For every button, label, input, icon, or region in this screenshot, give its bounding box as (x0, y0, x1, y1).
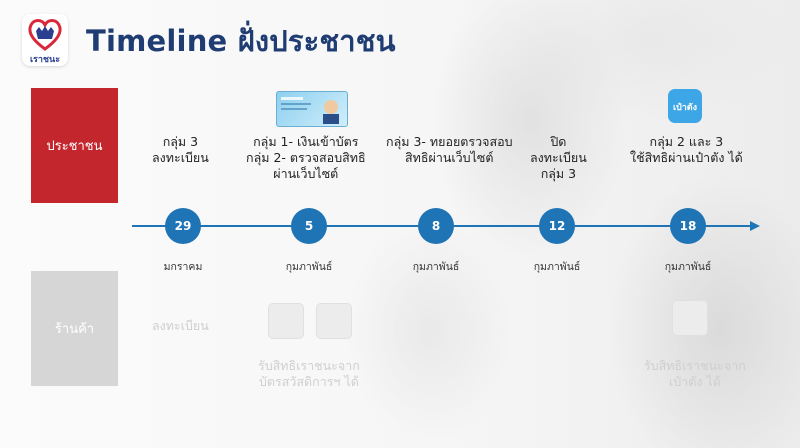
timeline-month-3: กุมภาพันธ์ (412, 261, 460, 273)
people-event-4: ปิด ลงทะเบียน กลุ่ม 3 (530, 134, 587, 182)
hand-phone-icon (672, 300, 708, 336)
shop-event-1: ลงทะเบียน (152, 318, 209, 334)
people-event-5: กลุ่ม 2 และ 3 ใช้สิทธิผ่านเป๋าตัง ได้ (630, 134, 743, 166)
event-line: บัตรสวัสดิการฯ ได้ (258, 374, 359, 389)
rao-chana-logo: เราชนะ (22, 14, 68, 66)
event-line: ปิด (550, 134, 567, 149)
event-line: เป๋าตัง ได้ (668, 374, 721, 389)
event-line: กลุ่ม 2 และ 3 (649, 134, 724, 149)
timeline-month-1: มกราคม (163, 261, 203, 273)
welfare-card-icon (276, 91, 348, 127)
hand-phone-icon (316, 303, 352, 339)
people-event-1: กลุ่ม 3 ลงทะเบียน (152, 134, 209, 166)
row-label-shop: ร้านค้า (31, 271, 118, 386)
timeline-node-1: 29 (165, 208, 201, 244)
timeline-arrow-icon (750, 221, 760, 231)
row-label-people: ประชาชน (31, 88, 118, 203)
event-line: ลงทะเบียน (152, 318, 209, 333)
event-line: กลุ่ม 2- ตรวจสอบสิทธิ (246, 150, 366, 165)
event-line: ใช้สิทธิผ่านเป๋าตัง ได้ (630, 150, 743, 165)
timeline-month-4: กุมภาพันธ์ (533, 261, 581, 273)
event-line: รับสิทธิเราชนะจาก (258, 358, 360, 373)
timeline-node-5: 18 (670, 208, 706, 244)
event-line: ลงทะเบียน (530, 150, 587, 165)
event-line: กลุ่ม 1- เงินเข้าบัตร (253, 134, 359, 149)
people-event-2: กลุ่ม 1- เงินเข้าบัตร กลุ่ม 2- ตรวจสอบสิ… (246, 134, 366, 182)
timeline-node-2: 5 (291, 208, 327, 244)
event-line: รับสิทธิเราชนะจาก (644, 358, 746, 373)
timeline-month-5: กุมภาพันธ์ (664, 261, 712, 273)
timeline-node-4: 12 (539, 208, 575, 244)
event-line: กลุ่ม 3 (540, 166, 577, 181)
event-line: ผ่านเว็บไซต์ (273, 166, 339, 181)
timeline-month-2: กุมภาพันธ์ (285, 261, 333, 273)
timeline-node-3: 8 (418, 208, 454, 244)
event-line: กลุ่ม 3- ทยอยตรวจสอบ (386, 134, 513, 149)
pao-tang-label: เป๋าตัง (672, 103, 698, 113)
people-event-3: กลุ่ม 3- ทยอยตรวจสอบ สิทธิผ่านเว็บไซต์ (386, 134, 513, 166)
event-line: ลงทะเบียน (152, 150, 209, 165)
card-reader-icon (268, 303, 304, 339)
shop-event-2: รับสิทธิเราชนะจาก บัตรสวัสดิการฯ ได้ (258, 358, 360, 390)
page-title: Timeline ฝั่งประชาชน (86, 24, 396, 58)
logo-text: เราชนะ (29, 55, 61, 65)
event-line: กลุ่ม 3 (162, 134, 199, 149)
event-line: สิทธิผ่านเว็บไซต์ (405, 150, 494, 165)
heart-logo-icon (28, 19, 62, 51)
pao-tang-app-icon: เป๋าตัง (668, 89, 702, 123)
shop-event-3: รับสิทธิเราชนะจาก เป๋าตัง ได้ (644, 358, 746, 390)
